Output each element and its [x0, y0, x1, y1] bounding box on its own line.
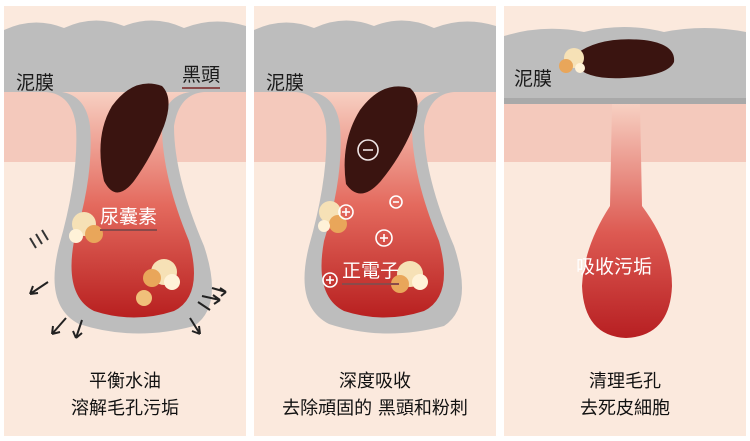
motion-arrow-icon	[29, 281, 227, 339]
sebum-clusters	[69, 212, 180, 306]
clean-pore	[582, 104, 672, 338]
blackhead	[100, 83, 169, 193]
panel-balance: 泥膜 黑頭 尿囊素 平衡水油 溶解毛孔污垢	[4, 6, 246, 436]
allantoin-label: 尿囊素	[100, 206, 158, 231]
panel-3-graphic	[504, 27, 746, 338]
mud-layer-edge	[504, 98, 746, 104]
mud-label: 泥膜	[16, 72, 55, 94]
sebum-clusters	[559, 48, 585, 73]
extracted-blackhead	[576, 39, 675, 79]
caption-line-2: 溶解毛孔污垢	[71, 398, 179, 419]
plus-ion-icon	[322, 272, 338, 288]
caption-line-1: 深度吸收	[339, 371, 411, 392]
caption-line-1: 平衡水油	[89, 371, 161, 392]
caption-line-2: 去死皮細胞	[580, 398, 670, 419]
absorb-dirt-label: 吸收污垢	[576, 256, 653, 278]
mud-label: 泥膜	[266, 72, 305, 94]
vibration-mark-icon	[29, 229, 49, 249]
panel-2-graphic	[254, 20, 496, 334]
panel-1-graphic	[4, 20, 246, 339]
ion-markers	[322, 139, 403, 288]
minus-ion-icon	[389, 195, 403, 209]
minus-ion-icon	[357, 139, 379, 161]
panel-absorb: 泥膜 正電子 深度吸收 去除頑固的 黑頭和粉刺	[254, 6, 496, 436]
plus-ion-icon	[375, 229, 393, 247]
caption-line-2: 去除頑固的 黑頭和粉刺	[282, 398, 468, 419]
sebum-clusters	[318, 201, 428, 293]
caption-line-1: 清理毛孔	[589, 371, 661, 392]
panel-clean: 泥膜 吸收污垢 清理毛孔 去死皮細胞	[504, 6, 746, 436]
blackhead-label: 黑頭	[182, 64, 221, 89]
mud-label: 泥膜	[514, 68, 553, 90]
positive-charge-label: 正電子	[342, 260, 400, 285]
plus-ion-icon	[338, 204, 354, 220]
blackhead	[344, 86, 418, 194]
